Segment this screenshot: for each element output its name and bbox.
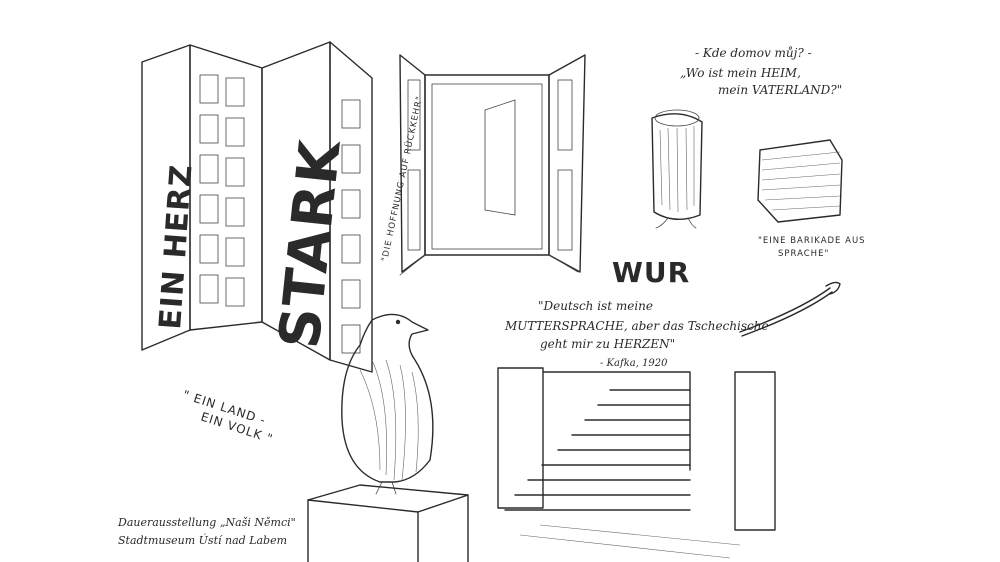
credit-line-1: Dauerausstellung „Naši Němci" [117, 516, 296, 529]
credit-line-2: Stadtmuseum Ústí nad Labem [118, 533, 287, 547]
barricade-caption-line-1: "EINE BARIKADE AUS [758, 236, 866, 246]
staircase-drawing [497, 367, 776, 559]
kafka-quote-line-1: "Deutsch ist meine [538, 299, 653, 313]
wur-label: WUR [612, 256, 690, 289]
raven-drawing [307, 313, 469, 562]
heimat-quote-line-1: - Kde domov můj? - [695, 45, 812, 60]
barricade-caption-line-2: SPRACHE" [778, 249, 829, 259]
barricade-drawing [757, 139, 843, 223]
kafka-quote-line-2: MUTTERSPRACHE, aber das Tschechische [504, 319, 769, 333]
open-door-drawing [399, 54, 586, 276]
log-post-drawing [651, 109, 703, 229]
kafka-quote-line-3: geht mir zu HERZEN" [540, 337, 675, 351]
panel-text-stark: STARK [267, 135, 354, 351]
panel-text-ein-herz: EIN HERZ [153, 163, 199, 331]
heimat-quote-line-2: „Wo ist mein HEIM, [680, 66, 801, 80]
sabre-drawing [739, 281, 841, 337]
kafka-attribution: - Kafka, 1920 [600, 358, 668, 369]
folding-panels-drawing [141, 41, 373, 373]
heimat-quote-line-3: mein VATERLAND?" [718, 83, 842, 97]
